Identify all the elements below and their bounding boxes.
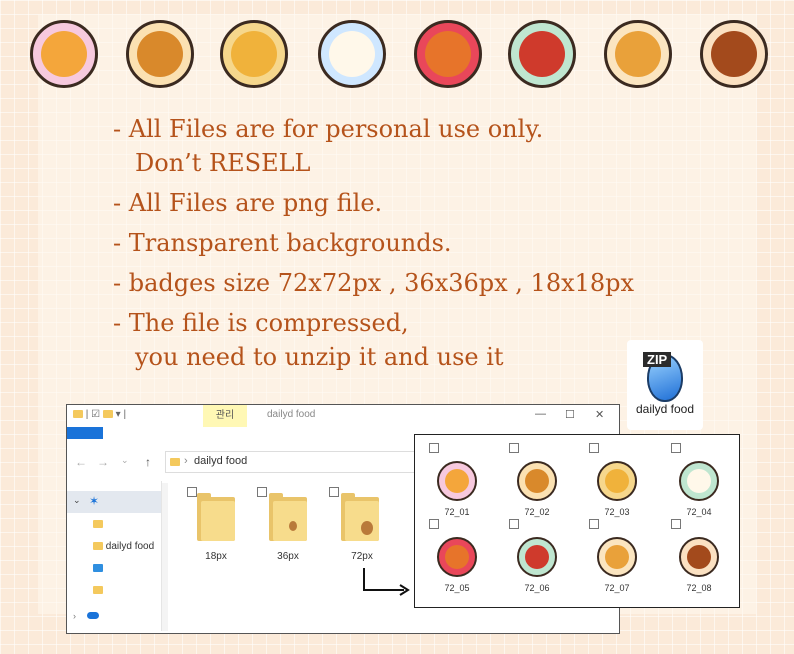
select-checkbox[interactable] (589, 443, 599, 453)
window-title: dailyd food (267, 409, 316, 420)
folder-36px[interactable] (269, 493, 307, 541)
note-sizes: - badges size 72x72px , 36x36px , 18x18p… (113, 269, 635, 297)
file-item[interactable]: 72_01 (429, 443, 505, 537)
folder-icon (93, 520, 103, 529)
food-thumbnail (675, 533, 723, 581)
file-item[interactable]: 72_08 (671, 519, 747, 613)
egg-toast-badge (312, 10, 392, 100)
note-transparent: - Transparent backgrounds. (113, 229, 452, 257)
file-label: 72_01 (444, 507, 470, 517)
folder-72px[interactable] (341, 493, 379, 541)
note-personal-use: - All Files are for personal use only. (113, 115, 544, 143)
title-bar: | ☑ ▾ | 관리 dailyd food — ☐ ✕ (67, 405, 619, 427)
usage-notes: - All Files are for personal use only. D… (113, 112, 673, 374)
up-arrow-icon[interactable]: ↑ (145, 455, 151, 469)
sandwich-badge (24, 10, 104, 100)
file-item[interactable]: 72_07 (589, 519, 665, 613)
folder-icon (93, 542, 103, 551)
folder-icon (93, 586, 103, 595)
pizza-badge (214, 10, 294, 100)
folder-label: 18px (205, 551, 227, 562)
file-label: 72_07 (604, 583, 630, 593)
sidebar-item-onedrive[interactable] (87, 611, 99, 622)
note-unzip: you need to unzip it and use it (135, 343, 504, 371)
zip-file-name: dailyd food (635, 402, 695, 416)
food-thumbnail (513, 457, 561, 505)
chevron-right-icon[interactable]: › (73, 611, 76, 621)
file-item[interactable]: 72_05 (429, 519, 505, 613)
quick-access-item[interactable]: ⌄ ✶ (67, 491, 161, 513)
pasta-badge (502, 10, 582, 100)
file-preview-panel: 72_01 72_02 72_03 72_04 72_05 72_06 72_0… (414, 434, 740, 608)
zip-file-icon[interactable]: ZIP dailyd food (627, 340, 703, 430)
folder-icon (102, 410, 113, 419)
sidebar-item-label: dailyd food (105, 541, 155, 552)
folder-icon (73, 410, 83, 419)
cloud-icon (87, 612, 99, 619)
select-checkbox[interactable] (329, 487, 339, 497)
recent-chevron-icon[interactable]: ⌄ (121, 455, 129, 465)
sidebar-item-desktop[interactable] (93, 563, 103, 574)
file-label: 72_06 (524, 583, 550, 593)
forward-arrow-icon[interactable]: → (97, 455, 109, 469)
manage-tab[interactable]: 관리 (203, 405, 247, 427)
maximize-icon[interactable]: ☐ (565, 409, 575, 421)
zip-tag: ZIP (643, 352, 672, 367)
roast-chicken-badge (598, 10, 678, 100)
stew-badge (408, 10, 488, 100)
file-label: 72_02 (524, 507, 550, 517)
select-checkbox[interactable] (671, 519, 681, 529)
file-label: 72_08 (686, 583, 712, 593)
file-item[interactable]: 72_06 (509, 519, 585, 613)
food-thumbnail (433, 457, 481, 505)
select-checkbox[interactable] (589, 519, 599, 529)
file-label: 72_05 (444, 583, 470, 593)
file-label: 72_03 (604, 507, 630, 517)
quick-access-toolbar[interactable]: | ☑ ▾ | (73, 409, 126, 420)
select-checkbox[interactable] (509, 443, 519, 453)
file-item[interactable]: 72_04 (671, 443, 747, 537)
select-checkbox[interactable] (671, 443, 681, 453)
food-thumbnail (593, 533, 641, 581)
note-no-resell: Don’t RESELL (135, 149, 311, 177)
sidebar-folder-2[interactable] (93, 585, 103, 596)
select-checkbox[interactable] (429, 519, 439, 529)
pudding-badge (694, 10, 774, 100)
chevron-down-icon: ⌄ (73, 495, 81, 505)
food-thumbnail (433, 533, 481, 581)
burger-badge (120, 10, 200, 100)
file-item[interactable]: 72_02 (509, 443, 585, 537)
folder-label: 36px (277, 551, 299, 562)
select-checkbox[interactable] (187, 487, 197, 497)
folder-18px[interactable] (197, 493, 235, 541)
select-checkbox[interactable] (429, 443, 439, 453)
desktop-icon (93, 564, 103, 573)
food-thumbnail (675, 457, 723, 505)
navigation-pane: ⌄ ✶ dailyd food › (67, 487, 161, 627)
food-thumbnail (513, 533, 561, 581)
minimize-icon[interactable]: — (535, 408, 546, 420)
sidebar-item-dailyd-food[interactable]: dailyd food (93, 541, 154, 552)
back-arrow-icon[interactable]: ← (75, 455, 87, 469)
file-tab[interactable] (67, 427, 103, 439)
folder-label: 72px (351, 551, 373, 562)
badges-row (24, 10, 784, 100)
pin-star-icon: ✶ (89, 494, 100, 508)
note-compressed: - The file is compressed, (113, 309, 409, 337)
file-label: 72_04 (686, 507, 712, 517)
pane-divider (161, 481, 162, 631)
path-separator-icon: › (184, 455, 188, 467)
note-png: - All Files are png file. (113, 189, 383, 217)
close-icon[interactable]: ✕ (595, 409, 605, 421)
address-path: dailyd food (194, 455, 248, 467)
select-checkbox[interactable] (257, 487, 267, 497)
select-checkbox[interactable] (509, 519, 519, 529)
file-item[interactable]: 72_03 (589, 443, 665, 537)
food-thumbnail (593, 457, 641, 505)
arrow-icon (363, 568, 410, 596)
vertical-scrollbar[interactable] (162, 483, 168, 631)
sidebar-folder-1[interactable] (93, 519, 103, 530)
